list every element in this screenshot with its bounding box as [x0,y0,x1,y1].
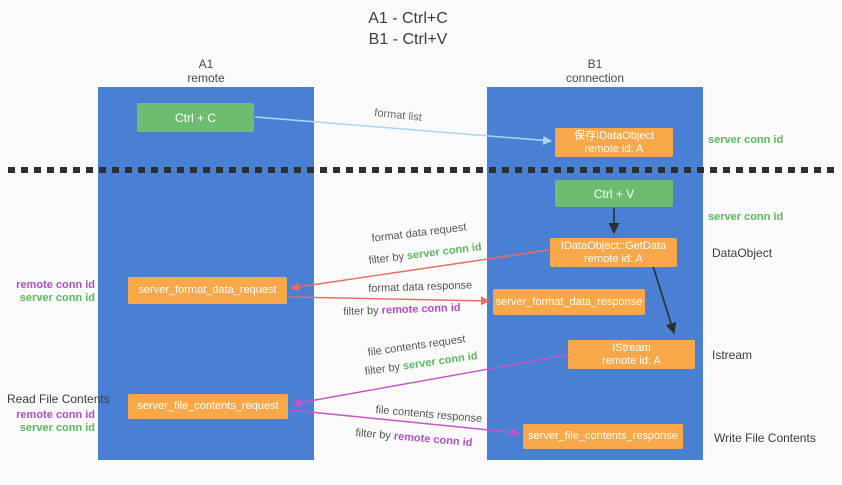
server-conn-id-label: server conn id [19,292,95,304]
column-a1-name: A1 [198,57,214,71]
node-server-format-data-request: server_format_data_request [128,277,287,304]
left-conn-id-group-2: remote conn id server conn id [10,409,95,435]
filter-by-text: filter by [343,304,382,318]
filter-by-text: filter by [364,360,404,378]
remote-conn-id-text: remote conn id [381,301,461,317]
side-label-server-conn-id-top: server conn id [708,134,784,146]
column-b1-name: B1 [587,57,603,71]
node-istream-line2: remote id: A [602,354,661,367]
label-format-data-request: format data request [371,221,468,245]
server-conn-id-label: server conn id [19,422,95,434]
node-server-format-data-request-label: server_format_data_request [138,284,277,296]
label-filter-remote-conn-1: filter by remote conn id [343,302,461,318]
node-server-file-contents-request-label: server_file_contents_request [137,400,279,412]
node-idataobject-getdata-line1: IDataObject::GetData [560,239,667,252]
label-format-data-response: format data response [368,279,473,295]
node-idataobject-getdata: IDataObject::GetData remote id: A [550,238,677,267]
label-filter-remote-conn-2: filter by remote conn id [355,427,473,449]
label-format-list: format list [373,107,423,124]
node-istream: IStream remote id: A [568,340,695,369]
remote-conn-id-label: remote conn id [16,279,95,291]
left-conn-id-group-1: remote conn id server conn id [10,279,95,305]
node-ctrl-v-label: Ctrl + V [593,186,635,201]
column-a1-role: remote [187,71,225,85]
node-server-format-data-response: server_format_data_response [493,289,645,315]
side-label-write-file-contents: Write File Contents [714,431,816,445]
node-server-file-contents-response: server_file_contents_response [523,424,683,449]
node-ctrl-v: Ctrl + V [555,180,673,207]
node-server-file-contents-response-label: server_file_contents_response [528,430,678,442]
side-label-istream: Istream [712,348,753,362]
filter-by-text: filter by [368,250,408,267]
diagram-title: A1 - Ctrl+C B1 - Ctrl+V [368,8,448,50]
node-save-idataobject: 保存IDataObject remote id: A [555,128,673,157]
server-conn-id-text: server conn id [406,241,483,263]
remote-conn-id-label: remote conn id [16,409,95,421]
node-server-format-data-response-label: server_format_data_response [495,295,643,308]
node-ctrl-c-label: Ctrl + C [174,110,216,125]
side-label-server-conn-id-mid: server conn id [708,211,784,223]
node-save-idataobject-line1: 保存IDataObject [573,129,655,142]
server-conn-id-text: server conn id [402,350,479,373]
node-save-idataobject-line2: remote id: A [584,142,644,155]
side-label-dataobject: DataObject [712,246,773,260]
node-idataobject-getdata-line2: remote id: A [584,252,643,265]
label-filter-server-conn-1: filter by server conn id [368,241,482,267]
remote-conn-id-text: remote conn id [393,430,473,450]
label-file-contents-response: file contents response [374,404,483,426]
side-label-read-file-contents: Read File Contents [7,392,110,406]
session-divider-dotted-line [8,167,834,173]
filter-by-text: filter by [354,427,395,443]
title-line-1: A1 - Ctrl+C [368,10,448,27]
node-server-file-contents-request: server_file_contents_request [128,394,288,419]
arrow-format-data-response [288,296,490,306]
node-ctrl-c: Ctrl + C [137,103,254,132]
column-b1-role: connection [565,71,625,85]
column-header-a1: A1 remote [98,57,314,85]
node-istream-line1: IStream [612,341,651,354]
title-line-2: B1 - Ctrl+V [368,31,448,48]
column-header-b1: B1 connection [487,57,703,85]
